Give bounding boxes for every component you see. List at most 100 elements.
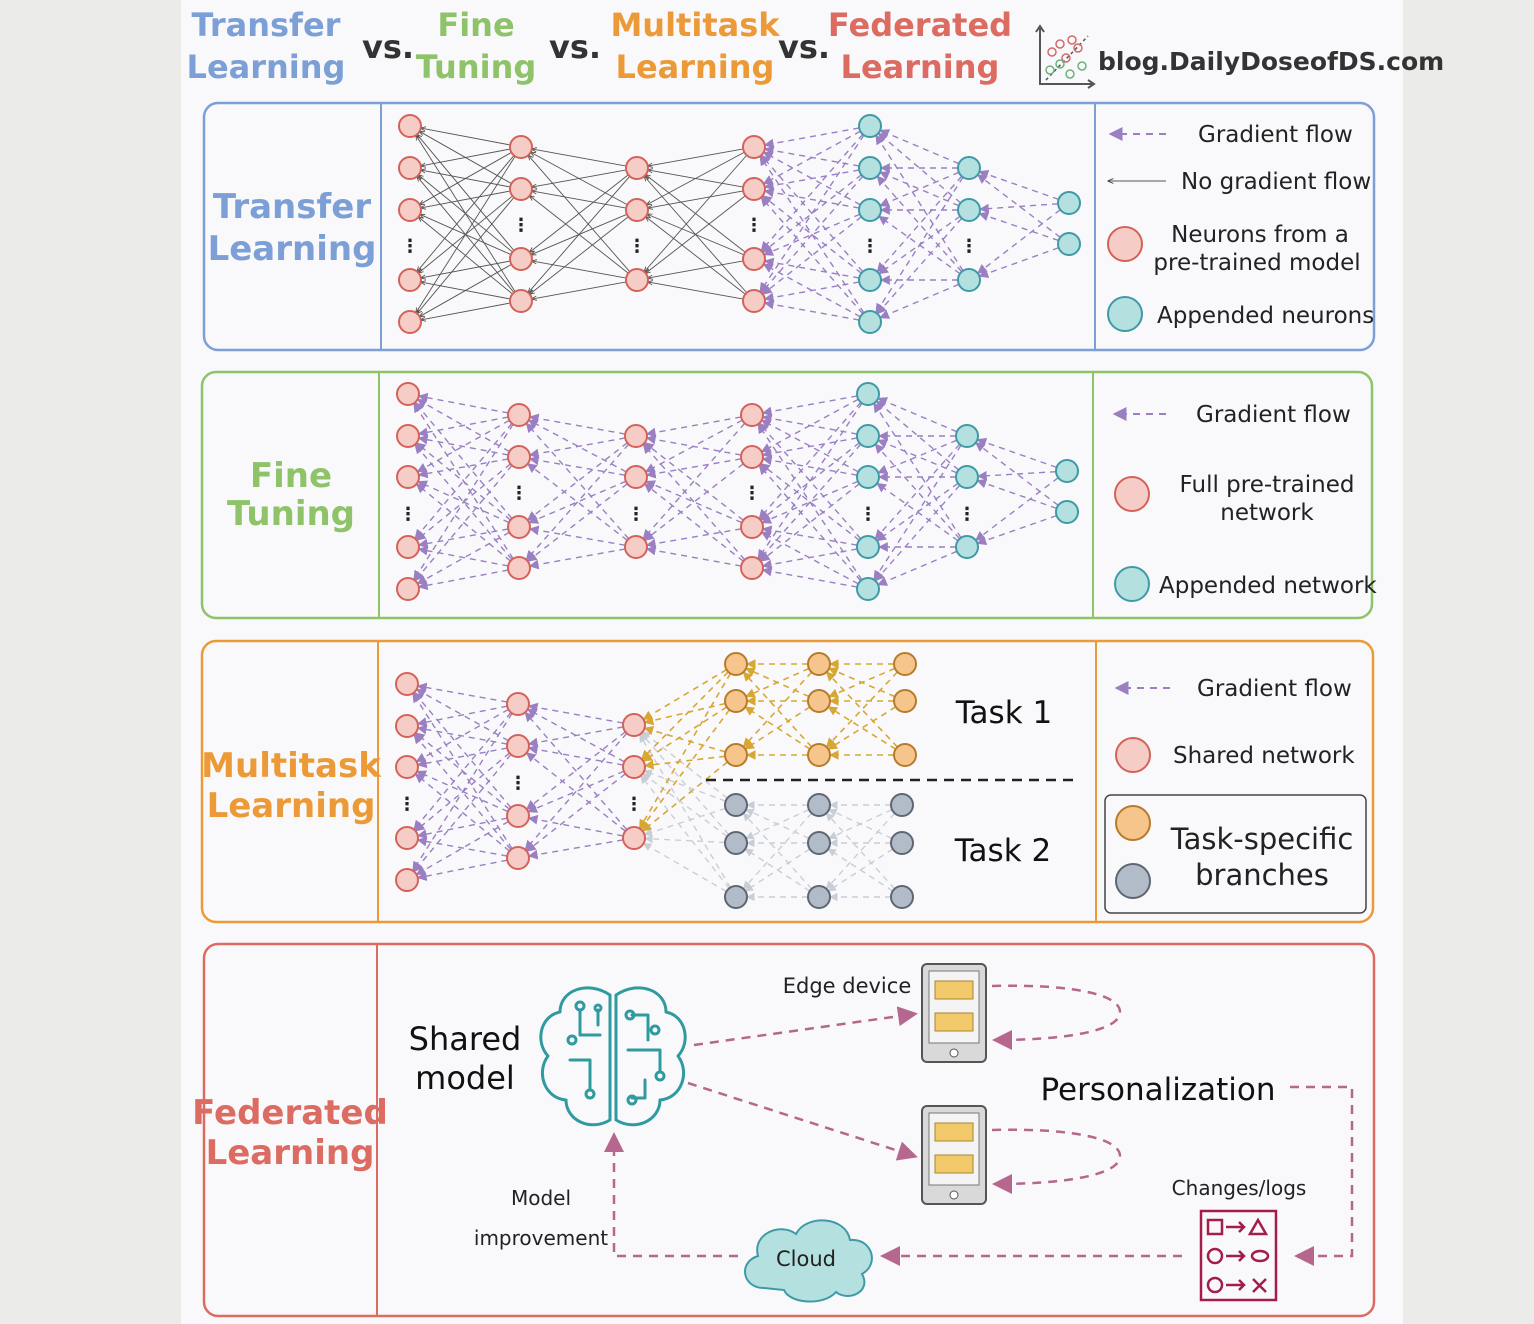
pretrained-neuron [509, 289, 533, 313]
gradient-connection [528, 437, 626, 459]
gradient-connection [759, 134, 865, 293]
federated-panel: Federated Learning Shared model [192, 942, 1376, 1318]
gradient-connection [414, 752, 510, 832]
gradient-connection [643, 463, 744, 541]
pretrained-neuron [509, 247, 533, 271]
appended-neuron [1057, 191, 1081, 215]
no-gradient-connection [532, 281, 627, 299]
gradient-connection [978, 203, 1059, 214]
gradient-connection [417, 528, 509, 549]
gradient-connection [645, 458, 742, 479]
appended-neuron [955, 424, 979, 448]
gradient-connection [759, 483, 860, 562]
gradient-connection [527, 814, 624, 837]
federated-panel-frame [202, 942, 1376, 1318]
no-gradient-connection [420, 152, 512, 204]
task2-gradient-connection [639, 733, 731, 888]
task2-branch-legend-icon [1115, 863, 1151, 899]
shared-neuron [622, 826, 646, 850]
appended-neuron [856, 382, 880, 406]
ellipsis-dots: ⋮ [398, 794, 416, 815]
transfer-panel-frame [202, 101, 1376, 352]
transfer-legend-no-gradient: No gradient flow [1181, 169, 1371, 195]
appended-neuron [957, 268, 981, 292]
title-fine-line2: Tuning [416, 48, 537, 86]
gradient-connection [763, 281, 860, 303]
appended-neuron [1055, 500, 1079, 524]
pretrained-neuron [740, 556, 764, 580]
task1-neuron [724, 743, 748, 767]
gradient-connection [528, 525, 626, 546]
no-gradient-connection [421, 148, 511, 166]
title-vs-2: vs. [549, 28, 601, 66]
changes-logs-label: Changes/logs [1172, 1176, 1307, 1200]
personalization-to-changes-arrow [1290, 1085, 1354, 1266]
federated-label-line2: Learning [206, 1133, 375, 1173]
ellipsis-dots: ⋮ [960, 236, 978, 257]
gradient-connection [416, 398, 510, 453]
task1-gradient-connection [638, 673, 732, 830]
task1-neuron [724, 652, 748, 676]
gradient-connection [761, 216, 862, 295]
gradient-connection [417, 569, 509, 591]
shared-neuron [506, 846, 530, 870]
gradient-connection [761, 437, 858, 459]
transfer-legend-pretrained-line1: Neurons from a [1171, 222, 1349, 248]
gradient-connection [416, 747, 508, 769]
fine-tuning-network: ⋮⋮⋮⋮⋮⋮ [396, 382, 1079, 601]
fine-panel-frame [200, 370, 1374, 620]
task1-gradient-connection [641, 761, 728, 832]
task1-neuron [807, 652, 831, 676]
ellipsis-dots: ⋮ [859, 504, 877, 525]
multitask-label-line2: Learning [207, 786, 376, 826]
gradient-connection [417, 392, 509, 414]
multitask-label-line1: Multitask [201, 746, 382, 786]
pretrained-neuron [624, 424, 648, 448]
model-improvement-label-line2: improvement [474, 1226, 608, 1250]
gradient-connection [413, 754, 512, 873]
no-gradient-connection [646, 195, 746, 273]
multitask-legend-gradient: Gradient flow [1197, 676, 1352, 702]
gradient-connection [760, 419, 859, 473]
no-gradient-connection [647, 151, 745, 205]
cloud-to-model-arrow [604, 1132, 738, 1258]
task1-gradient-connection [828, 667, 896, 698]
brain-circuit-icon [539, 986, 687, 1127]
gradient-connection [877, 439, 958, 474]
gradient-connection [414, 422, 513, 540]
pretrained-neuron [396, 577, 420, 601]
multitask-legend-shared: Shared network [1173, 743, 1355, 769]
task2-gradient-connection [744, 848, 811, 892]
task2-neuron [724, 831, 748, 855]
gradient-connection [416, 817, 508, 839]
gradient-connection [526, 442, 628, 521]
gradient-connection [761, 548, 858, 570]
gradient-connection [978, 169, 1059, 201]
multitask-network: ⋮⋮⋮ [395, 652, 917, 909]
gradient-connection [417, 458, 509, 479]
changes-logs-icon [1199, 1209, 1278, 1302]
gradient-connection [875, 400, 960, 471]
shared-neuron [395, 755, 419, 779]
pretrained-neuron [624, 465, 648, 489]
task2-neuron [890, 793, 914, 817]
ellipsis-dots: ⋮ [512, 215, 530, 236]
gradient-connection [524, 732, 628, 851]
gradient-connection [761, 395, 858, 417]
gradient-connection [528, 548, 626, 570]
task1-gradient-connection [643, 755, 726, 770]
gradient-connection [873, 444, 962, 581]
gradient-connection [527, 726, 624, 748]
pretrained-neuron [740, 403, 764, 427]
shared-network-legend-icon [1115, 737, 1151, 773]
gradient-connection [978, 247, 1059, 278]
shared-neuron [506, 734, 530, 758]
task2-gradient-connection [742, 812, 813, 890]
pretrained-neuron [396, 382, 420, 406]
gradient-connection [525, 422, 630, 540]
gradient-connection [416, 836, 508, 857]
gradient-connection [976, 514, 1057, 546]
appended-neuron [955, 535, 979, 559]
gradient-connection [760, 175, 864, 294]
